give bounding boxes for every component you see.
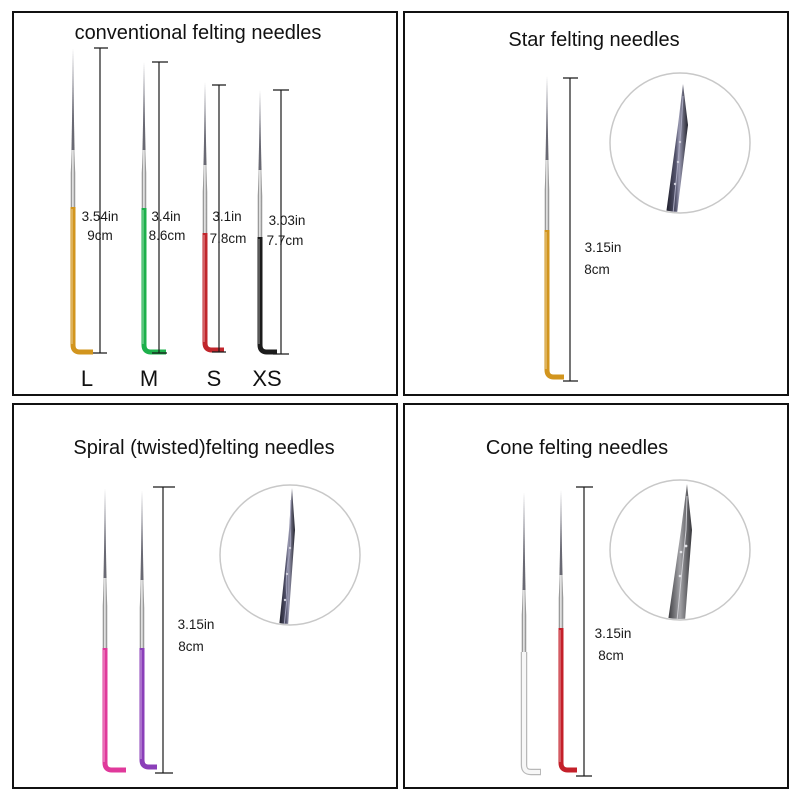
- needle-shaft: [544, 160, 550, 230]
- needle-handle: [522, 652, 540, 774]
- magnified-needle: [279, 488, 295, 624]
- needle-handle: [141, 208, 166, 355]
- panel-title: conventional felting needles: [75, 22, 322, 44]
- size-label-m: M: [140, 366, 158, 391]
- panel-frame: [12, 11, 398, 396]
- panel-frame: [403, 403, 789, 789]
- needle-shaft: [202, 165, 208, 233]
- barb-mark: [673, 182, 677, 186]
- barb-mark: [288, 546, 292, 550]
- needle-l: [70, 48, 93, 355]
- length-ruler-l: [93, 47, 108, 354]
- needle-blade: [140, 490, 144, 580]
- needle-m: [141, 62, 166, 355]
- length-ruler: [153, 486, 175, 774]
- length-ruler: [576, 486, 593, 777]
- needle-blade: [545, 76, 549, 160]
- length-inches-xs: 3.03in: [269, 213, 306, 228]
- needle-shaft: [70, 150, 76, 207]
- magnified-blade: [279, 488, 295, 624]
- length-cm: 8cm: [598, 648, 624, 663]
- needle-handle: [139, 648, 157, 770]
- length-cm-l: 9cm: [87, 228, 113, 243]
- size-label-s: S: [207, 366, 222, 391]
- handle-outline: [520, 652, 541, 776]
- length-inches-s: 3.1in: [212, 209, 241, 224]
- length-inches-m: 3.4in: [151, 209, 180, 224]
- needle-spiral-purple: [139, 490, 157, 770]
- barb-mark: [283, 598, 287, 602]
- needle-shaft: [141, 150, 147, 208]
- needle-handle: [202, 233, 224, 353]
- size-label-xs: XS: [252, 366, 281, 391]
- blade-ridge: [676, 495, 688, 619]
- needle-spiral-pink: [102, 488, 126, 773]
- panel-spiral: Spiral (twisted)felting needles 3.15in 8…: [12, 403, 398, 789]
- needle-handle: [558, 628, 577, 773]
- needle-s: [202, 82, 224, 353]
- length-inches: 3.15in: [178, 617, 215, 632]
- needle-handle: [544, 230, 564, 380]
- needle-handle: [70, 207, 93, 355]
- length-cm: 8cm: [178, 639, 204, 654]
- needle-blade: [559, 490, 563, 575]
- needle-handle: [257, 237, 277, 355]
- panel-title: Cone felting needles: [486, 437, 668, 459]
- panel-title: Star felting needles: [508, 29, 679, 51]
- needle-xs: [257, 90, 277, 355]
- needle-shaft: [139, 580, 145, 648]
- length-inches: 3.15in: [595, 626, 632, 641]
- needle-shaft: [257, 170, 263, 237]
- panel-conventional: conventional felting needles 3.54in 9cm …: [12, 11, 398, 396]
- needle-shaft: [521, 590, 527, 652]
- length-ruler-s: [212, 84, 226, 353]
- magnified-tip: [609, 479, 751, 621]
- length-ruler: [563, 77, 578, 382]
- needle-shaft: [558, 575, 564, 628]
- panel-cone: Cone felting needles 3.15in 8cm: [403, 403, 789, 789]
- length-cm-xs: 7.7cm: [267, 233, 304, 248]
- barb-mark: [679, 550, 683, 554]
- needle-blade: [258, 90, 262, 170]
- magnified-needle: [668, 484, 692, 619]
- needle-blade: [522, 492, 526, 590]
- panel-frame: [12, 403, 398, 789]
- panel-frame: [403, 11, 789, 396]
- barb-mark: [678, 574, 682, 578]
- length-cm-m: 8.6cm: [149, 228, 186, 243]
- magnified-blade: [666, 84, 688, 212]
- length-ruler-m: [152, 61, 168, 354]
- length-inches: 3.15in: [585, 240, 622, 255]
- needle-cone-red: [558, 490, 577, 773]
- twist-ridge: [283, 499, 292, 624]
- needle-blade: [71, 48, 75, 150]
- needle-blade: [103, 488, 107, 578]
- needle-handle: [102, 648, 126, 773]
- magnified-needle: [666, 84, 688, 212]
- magnified-tip: [219, 484, 361, 626]
- length-cm: 8cm: [584, 262, 610, 277]
- panel-title: Spiral (twisted)felting needles: [73, 437, 334, 459]
- needle-shaft: [102, 578, 108, 648]
- barb-mark: [676, 160, 680, 164]
- needle-blade: [142, 62, 146, 150]
- size-label-l: L: [81, 366, 93, 391]
- barb-mark: [678, 140, 682, 144]
- barb-mark: [684, 544, 688, 548]
- blade-ridge: [672, 95, 684, 212]
- length-ruler-xs: [273, 89, 289, 355]
- needle-star: [544, 76, 564, 380]
- magnified-tip: [609, 72, 751, 214]
- needle-cone-white: [520, 492, 541, 776]
- length-inches-l: 3.54in: [82, 209, 119, 224]
- panel-star: Star felting needles 3.15in 8cm: [403, 11, 789, 396]
- needle-blade: [203, 82, 207, 165]
- length-cm-s: 7.8cm: [210, 231, 247, 246]
- barb-mark: [285, 572, 289, 576]
